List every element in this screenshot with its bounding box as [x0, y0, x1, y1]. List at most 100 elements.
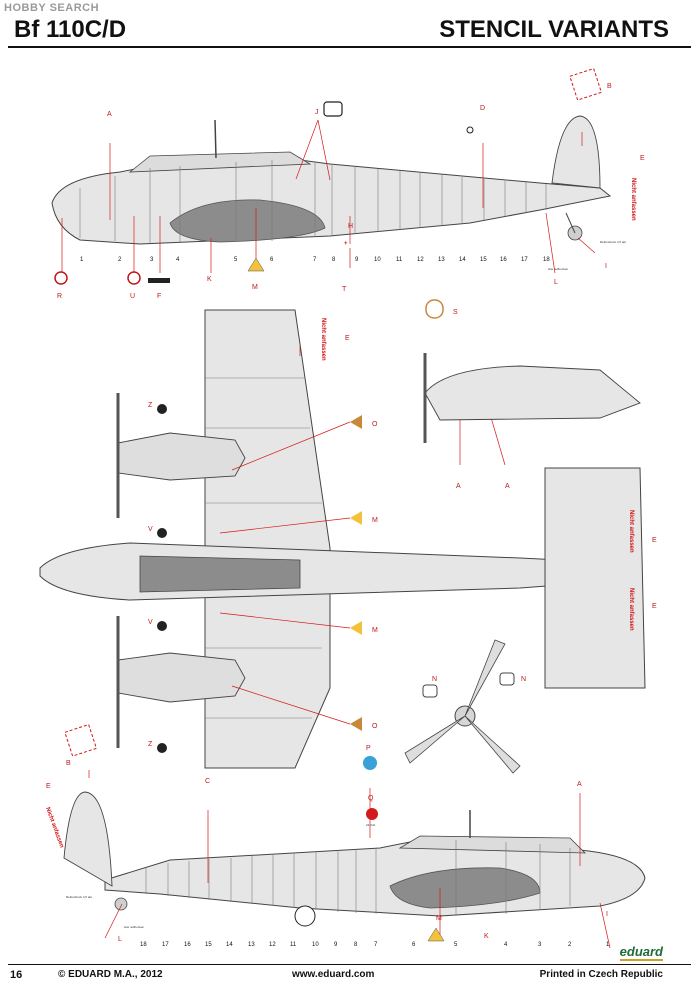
svg-text:15: 15 [480, 257, 487, 263]
svg-text:2: 2 [568, 942, 572, 948]
svg-text:7: 7 [313, 257, 317, 263]
svg-text:M: M [252, 284, 258, 291]
svg-text:C: C [205, 778, 210, 785]
svg-text:13: 13 [248, 942, 255, 948]
svg-text:E: E [652, 537, 657, 544]
svg-text:A: A [456, 483, 461, 490]
website-link[interactable]: www.eduard.com [292, 969, 375, 980]
svg-text:J: J [315, 109, 319, 116]
svg-text:A: A [505, 483, 510, 490]
svg-text:18: 18 [543, 257, 550, 263]
svg-text:11: 11 [290, 942, 297, 948]
svg-text:Nicht anfassen: Nicht anfassen [628, 588, 634, 631]
svg-text:F: F [157, 293, 161, 300]
header-divider [8, 46, 691, 48]
page-title: Bf 110C/D [14, 16, 127, 43]
svg-text:Hier aufbocken: Hier aufbocken [548, 267, 569, 271]
svg-text:24 Volt: 24 Volt [366, 823, 375, 827]
page-subtitle: STENCIL VARIANTS [439, 16, 669, 43]
footer-divider [8, 964, 691, 965]
eduard-logo: eduard [619, 944, 663, 961]
svg-text:3: 3 [150, 257, 154, 263]
svg-text:L: L [554, 279, 558, 286]
svg-text:11: 11 [396, 257, 403, 263]
svg-text:A: A [577, 781, 582, 788]
side-view-bottom: 18 17 16 15 14 13 12 11 10 9 8 7 6 5 4 3… [44, 723, 646, 949]
svg-text:I: I [605, 263, 607, 270]
svg-text:N: N [521, 676, 526, 683]
svg-text:S: S [453, 309, 458, 316]
svg-text:K: K [207, 276, 212, 283]
svg-text:Reifendruck 4,5 atü: Reifendruck 4,5 atü [600, 240, 626, 244]
svg-text:7: 7 [374, 942, 378, 948]
svg-text:E: E [345, 335, 350, 342]
svg-text:E: E [652, 603, 657, 610]
svg-text:5: 5 [454, 942, 458, 948]
svg-text:6: 6 [412, 942, 416, 948]
svg-text:15: 15 [205, 942, 212, 948]
svg-text:Z: Z [148, 402, 153, 409]
svg-text:K: K [484, 933, 489, 940]
svg-text:Hier aufbocken: Hier aufbocken [124, 925, 145, 929]
svg-text:D: D [480, 105, 485, 112]
svg-text:12: 12 [269, 942, 276, 948]
svg-text:14: 14 [226, 942, 233, 948]
svg-text:M: M [436, 915, 442, 922]
svg-text:2: 2 [118, 257, 122, 263]
svg-text:B: B [66, 760, 71, 767]
svg-text:U: U [130, 293, 135, 300]
svg-text:Reifendruck 4,5 atü: Reifendruck 4,5 atü [66, 895, 92, 899]
svg-text:8: 8 [332, 257, 336, 263]
page-number: 16 [10, 969, 23, 981]
svg-text:N: N [432, 676, 437, 683]
svg-text:E: E [46, 783, 51, 790]
svg-text:Z: Z [148, 741, 153, 748]
svg-text:I: I [606, 911, 608, 918]
svg-text:17: 17 [521, 257, 528, 263]
svg-text:10: 10 [312, 942, 319, 948]
svg-text:V: V [148, 526, 153, 533]
svg-text:L: L [118, 936, 122, 943]
svg-text:4: 4 [504, 942, 508, 948]
svg-text:T: T [342, 286, 347, 293]
svg-text:M: M [372, 517, 378, 524]
svg-text:5: 5 [234, 257, 238, 263]
svg-text:H: H [348, 223, 353, 230]
svg-text:4: 4 [176, 257, 180, 263]
svg-text:17: 17 [162, 942, 169, 948]
svg-text:8: 8 [354, 942, 358, 948]
svg-text:Nicht anfassen: Nicht anfassen [320, 318, 326, 361]
svg-text:O: O [372, 723, 378, 730]
svg-text:6: 6 [270, 257, 274, 263]
svg-text:P: P [366, 745, 371, 752]
svg-text:16: 16 [500, 257, 507, 263]
svg-text:9: 9 [355, 257, 359, 263]
watermark: HOBBY SEARCH [4, 2, 100, 14]
side-view-top: + 1 2 3 4 5 6 7 8 9 10 11 12 13 14 15 16… [51, 67, 645, 300]
svg-text:B: B [607, 83, 612, 90]
svg-text:O: O [372, 421, 378, 428]
svg-text:3: 3 [538, 942, 542, 948]
svg-text:Q: Q [368, 795, 374, 802]
svg-text:16: 16 [184, 942, 191, 948]
svg-text:1: 1 [80, 257, 84, 263]
svg-text:14: 14 [459, 257, 466, 263]
svg-text:M: M [372, 627, 378, 634]
svg-text:13: 13 [438, 257, 445, 263]
svg-text:E: E [640, 155, 645, 162]
plan-view: Z V V Z O M M O E S A A E E N N Nicht an… [39, 299, 657, 774]
stencil-diagram: + 1 2 3 4 5 6 7 8 9 10 11 12 13 14 15 16… [39, 67, 657, 949]
svg-text:V: V [148, 619, 153, 626]
svg-text:Nicht anfassen: Nicht anfassen [630, 178, 636, 221]
svg-text:9: 9 [334, 942, 338, 948]
svg-text:18: 18 [140, 942, 147, 948]
svg-text:10: 10 [374, 257, 381, 263]
copyright-text: © EDUARD M.A., 2012 [58, 969, 163, 980]
svg-text:Nicht anfassen: Nicht anfassen [44, 807, 64, 849]
svg-text:R: R [57, 293, 62, 300]
svg-text:Nicht anfassen: Nicht anfassen [628, 510, 634, 553]
svg-text:+: + [344, 241, 348, 247]
svg-text:1: 1 [606, 942, 610, 948]
printed-in-text: Printed in Czech Republic [539, 969, 663, 980]
svg-text:A: A [107, 111, 112, 118]
